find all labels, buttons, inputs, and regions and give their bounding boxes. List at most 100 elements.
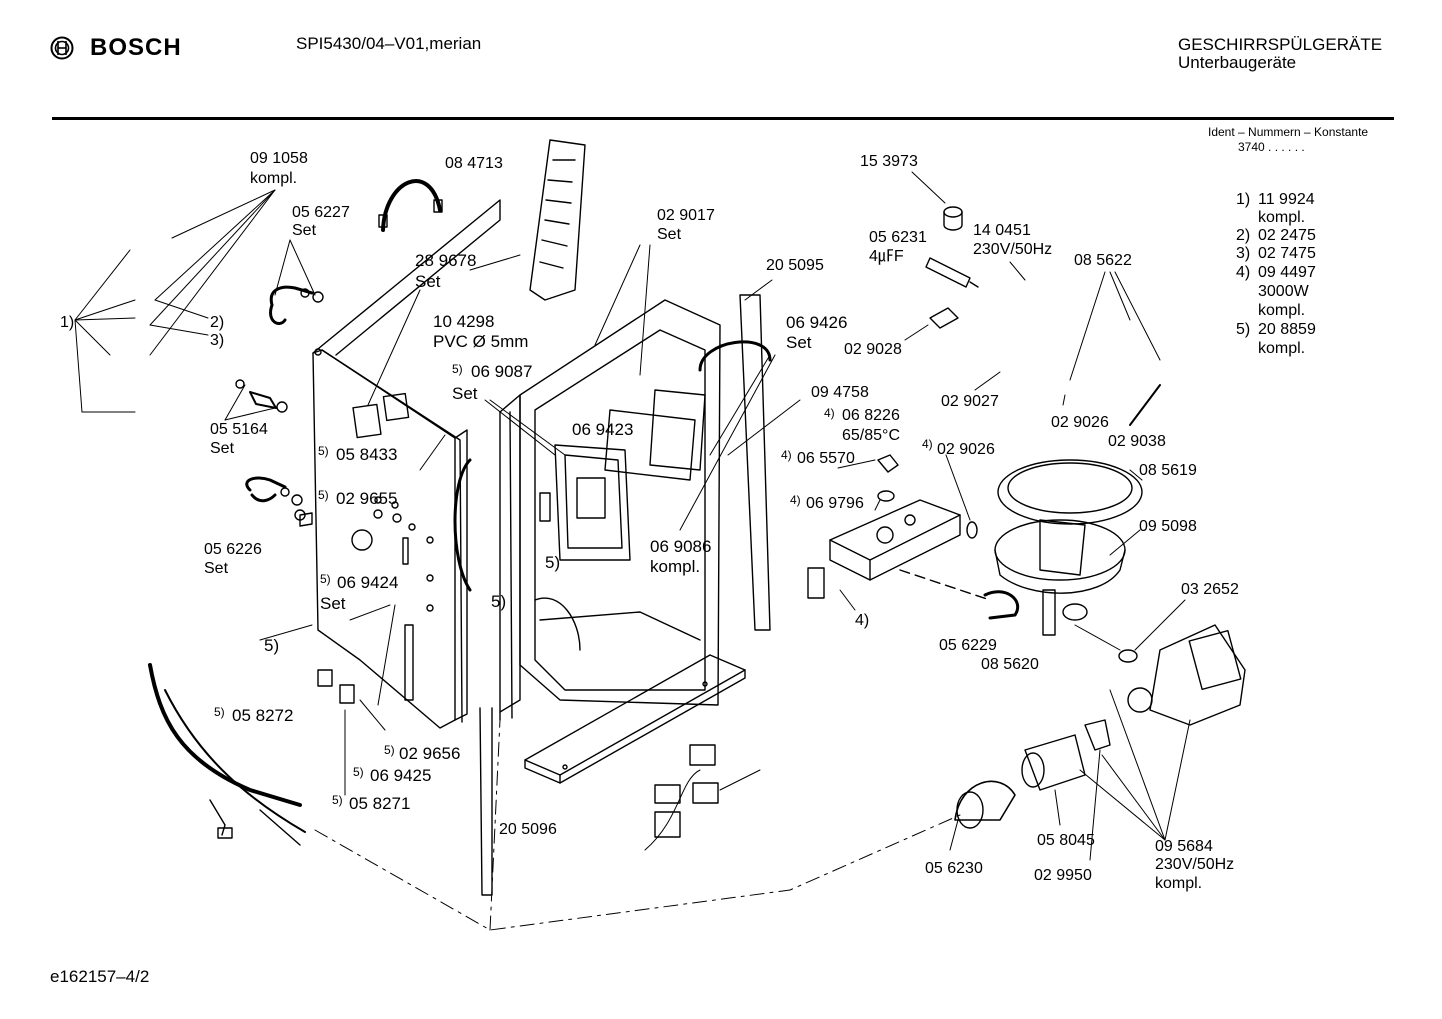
bottom-rails — [479, 654, 746, 896]
label-069087: 06 9087 — [471, 362, 533, 381]
label-069087-set: Set — [452, 384, 478, 403]
terminals — [317, 669, 355, 704]
label-056226: 05 6226 — [204, 541, 262, 558]
misc-leaders — [224, 239, 856, 796]
label-058271-mark: 5) — [332, 793, 343, 807]
label-056230: 05 6230 — [925, 860, 983, 877]
marker-2: 2) — [210, 314, 225, 331]
leader-lines-1 — [74, 189, 276, 413]
header-rule — [52, 117, 1394, 120]
label-056231-cap: 4㎌F — [869, 248, 904, 265]
heater-assembly — [807, 454, 1020, 620]
label-069796: 06 9796 — [806, 495, 864, 512]
label-056231: 05 6231 — [869, 229, 927, 246]
door-panel — [299, 199, 501, 729]
label-084713: 08 4713 — [445, 155, 503, 172]
label-058271: 05 8271 — [349, 794, 411, 813]
bosch-armature-icon — [50, 36, 74, 60]
label-069087-mark: 5) — [452, 362, 463, 376]
legend-value-4b: 3000W — [1258, 283, 1309, 300]
label-029017: 02 9017 — [657, 207, 715, 224]
marker-5-tub: 5) — [545, 553, 561, 572]
clip-029028 — [904, 307, 1001, 391]
label-289678-set: Set — [415, 272, 441, 291]
label-289678: 28 9678 — [415, 251, 477, 270]
label-069426: 06 9426 — [786, 313, 848, 332]
legend-value-5: 20 8859 — [1258, 321, 1316, 338]
label-055164-set: Set — [210, 440, 235, 457]
label-095684-volt: 230V/50Hz — [1155, 856, 1235, 873]
category-title: GESCHIRRSPÜLGERÄTE — [1178, 35, 1383, 54]
label-068226-temp: 65/85°C — [842, 427, 900, 444]
ident-label: Ident – Nummern – Konstante — [1208, 125, 1369, 139]
legend-key-3: 3) — [1236, 245, 1251, 262]
label-058433: 05 8433 — [336, 445, 398, 464]
marker-5-door: 5) — [264, 636, 280, 655]
dashed-outline — [314, 719, 961, 931]
label-069086: 06 9086 — [650, 537, 712, 556]
label-056229: 05 6229 — [939, 637, 997, 654]
brand-name: BOSCH — [90, 34, 182, 61]
label-032652: 03 2652 — [1181, 581, 1239, 598]
label-068226: 06 8226 — [842, 407, 900, 424]
document-id: e162157–4/2 — [50, 967, 150, 986]
label-069086-kompl: kompl. — [650, 557, 701, 576]
label-069425: 06 9425 — [370, 766, 432, 785]
label-153973: 15 3973 — [860, 153, 918, 170]
bosch-logo: BOSCH — [50, 34, 182, 62]
wiring-harness — [148, 663, 719, 851]
label-029027: 02 9027 — [941, 393, 999, 410]
marker-3: 3) — [210, 332, 225, 349]
label-094758: 09 4758 — [811, 384, 869, 401]
label-095098: 09 5098 — [1139, 518, 1197, 535]
legend-key-1: 1) — [1236, 191, 1251, 208]
legend-value-1b: kompl. — [1258, 209, 1306, 226]
motor-140451 — [925, 257, 1026, 288]
marker-1: 1) — [60, 314, 75, 331]
bracket-084713 — [378, 179, 443, 232]
label-095684: 09 5684 — [1155, 838, 1213, 855]
label-095684-kompl: kompl. — [1155, 875, 1203, 892]
label-069425-mark: 5) — [353, 765, 364, 779]
marker-4: 4) — [855, 612, 870, 629]
legend-key-2: 2) — [1236, 227, 1251, 244]
ident-value: 3740 . . . . . . — [1238, 140, 1305, 154]
label-065570: 06 5570 — [797, 450, 855, 467]
label-085619: 08 5619 — [1139, 462, 1197, 479]
valve-095684 — [1074, 599, 1246, 726]
label-104298-pvc: PVC Ø 5mm — [433, 332, 529, 351]
label-140451-volt: 230V/50Hz — [973, 241, 1053, 258]
legend-key-5: 5) — [1236, 321, 1251, 338]
label-058433-mark: 5) — [318, 444, 329, 458]
label-069424-mark: 5) — [320, 572, 331, 586]
legend-value-4c: kompl. — [1258, 302, 1306, 319]
label-029026-b: 02 9026 — [937, 441, 995, 458]
lower-hose-parts — [949, 689, 1191, 861]
sump-085619 — [994, 459, 1143, 636]
leaders-085622 — [1062, 271, 1161, 426]
spray-arm-vertical — [529, 139, 586, 301]
label-029026-a: 02 9026 — [1051, 414, 1109, 431]
label-065570-mark: 4) — [781, 448, 792, 462]
label-056226-set: Set — [204, 560, 229, 577]
label-069424-set: Set — [320, 594, 346, 613]
label-085620: 08 5620 — [981, 656, 1039, 673]
label-029038: 02 9038 — [1108, 433, 1166, 450]
label-058045: 05 8045 — [1037, 832, 1095, 849]
tub-body — [453, 294, 772, 721]
label-058272: 05 8272 — [232, 706, 294, 725]
category-subtitle: Unterbaugeräte — [1178, 53, 1297, 72]
label-055164: 05 5164 — [210, 421, 268, 438]
legend-value-1: 11 9924 — [1258, 191, 1315, 208]
label-205096: 20 5096 — [499, 821, 557, 838]
label-056227: 05 6227 — [292, 204, 350, 221]
label-069426-set: Set — [786, 333, 812, 352]
label-068226-mark: 4) — [824, 406, 835, 420]
label-104298: 10 4298 — [433, 312, 495, 331]
marker-5-seal: 5) — [491, 592, 507, 611]
legend-value-5b: kompl. — [1258, 340, 1306, 357]
label-069424: 06 9424 — [337, 573, 399, 592]
label-069423: 06 9423 — [572, 420, 634, 439]
label-029017-set: Set — [657, 226, 682, 243]
